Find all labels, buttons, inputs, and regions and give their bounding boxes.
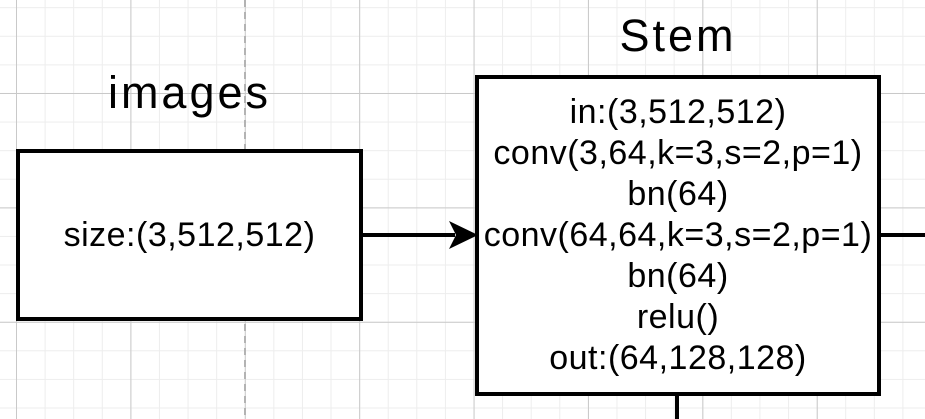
node-label-images[interactable]: images <box>107 67 272 118</box>
node-label-stem[interactable]: Stem <box>619 10 737 61</box>
arrowhead-icon <box>449 221 478 249</box>
node-stem-line: in:(3,512,512) <box>569 93 787 131</box>
node-stem-text: in:(3,512,512) conv(3,64,k=3,s=2,p=1) bn… <box>484 92 873 379</box>
node-images[interactable]: size:(3,512,512) <box>16 149 363 321</box>
node-stem-line: bn(64) <box>627 175 729 213</box>
node-stem-line: bn(64) <box>627 257 729 295</box>
edge-stem-to-right-edge[interactable] <box>881 233 925 237</box>
node-stem[interactable]: in:(3,512,512) conv(3,64,k=3,s=2,p=1) bn… <box>475 75 881 396</box>
node-stem-line: conv(3,64,k=3,s=2,p=1) <box>493 134 863 172</box>
node-stem-line: relu() <box>636 298 720 336</box>
node-stem-line: out:(64,128,128) <box>549 339 807 377</box>
node-images-text: size:(3,512,512) <box>63 215 316 254</box>
edge-stem-to-bottom-edge[interactable] <box>675 396 679 419</box>
node-stem-line: conv(64,64,k=3,s=2,p=1) <box>483 216 873 254</box>
edge-images-to-stem[interactable] <box>363 233 455 237</box>
